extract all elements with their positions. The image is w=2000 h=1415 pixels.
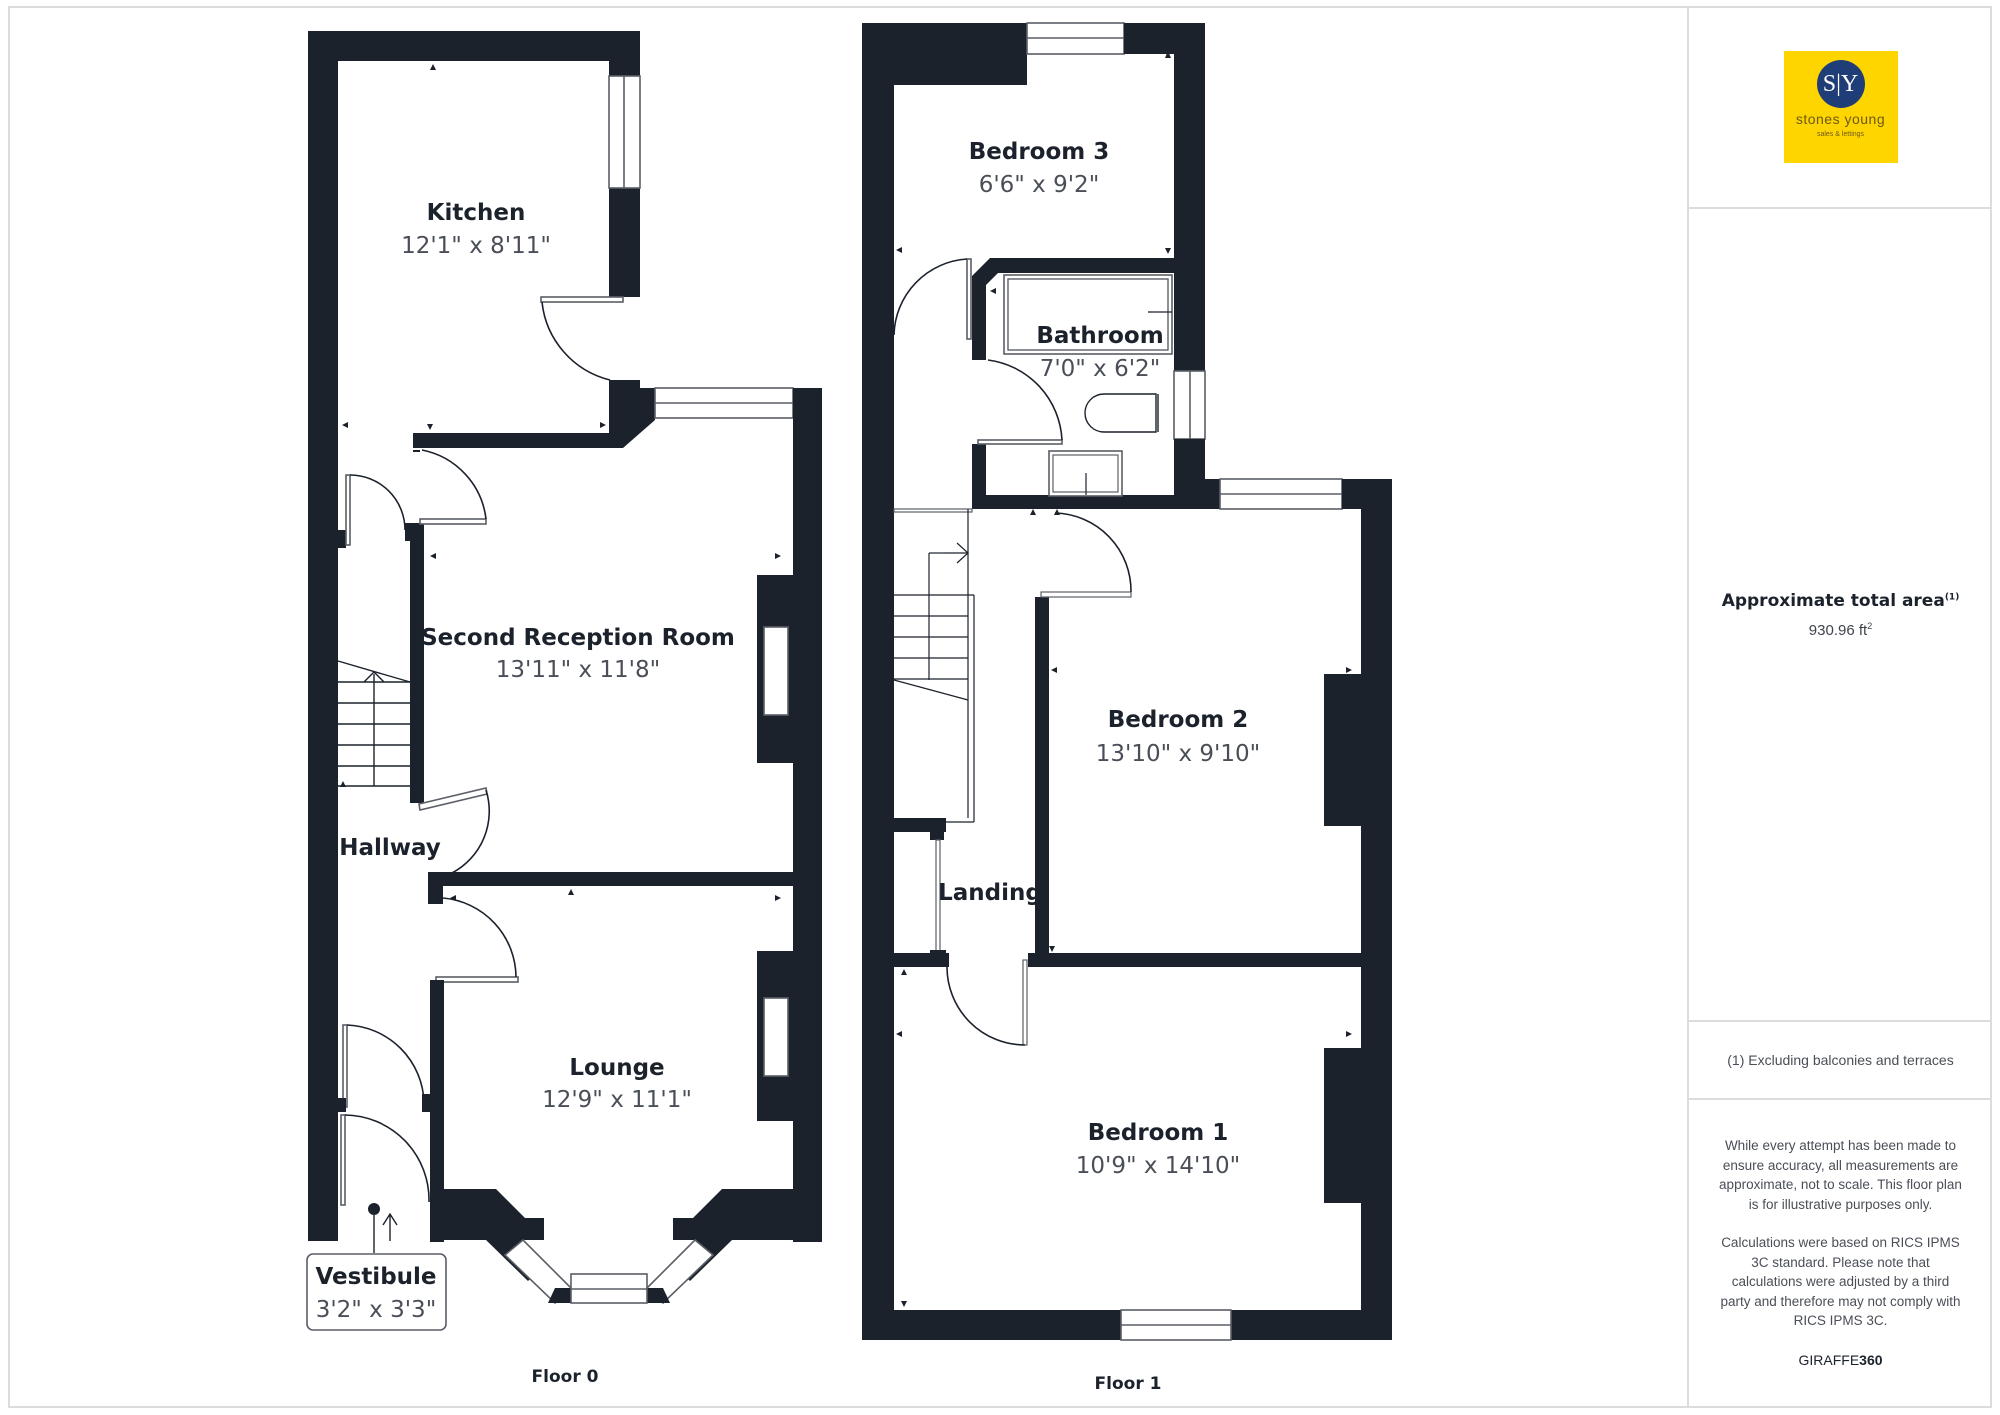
svg-text:12'1" x 8'11": 12'1" x 8'11": [401, 233, 551, 259]
footnote-text: (1) Excluding balconies and terraces: [1727, 1052, 1954, 1068]
floor-1-label: Floor 1: [1095, 1374, 1162, 1394]
room-label-hallway: Hallway: [339, 835, 441, 861]
footnote-section: (1) Excluding balconies and terraces: [1689, 1022, 1992, 1100]
floor-0-label: Floor 0: [532, 1367, 599, 1387]
disclaimer-section: While every attempt has been made to ens…: [1689, 1100, 1992, 1406]
svg-text:12'9" x 11'1": 12'9" x 11'1": [542, 1087, 692, 1113]
svg-text:13'10" x 9'10": 13'10" x 9'10": [1096, 741, 1260, 767]
company-logo: S|Y stones young sales & lettings: [1783, 50, 1898, 163]
svg-text:6'6" x 9'2": 6'6" x 9'2": [979, 172, 1100, 198]
disclaimer-text: While every attempt has been made to ens…: [1719, 1138, 1962, 1328]
area-value: 930.96 ft2: [1808, 620, 1873, 639]
area-title: Approximate total area(1): [1721, 590, 1960, 611]
svg-text:Vestibule: Vestibule: [315, 1264, 436, 1290]
room-label-bedroom-2: Bedroom 2 13'10" x 9'10": [1096, 707, 1260, 767]
svg-text:Landing: Landing: [938, 880, 1042, 906]
logo-monogram: S|Y: [1816, 59, 1865, 108]
svg-text:13'11" x 11'8": 13'11" x 11'8": [496, 657, 660, 683]
logo-section: S|Y stones young sales & lettings: [1689, 6, 1992, 209]
logo-tagline: sales & lettings: [1816, 130, 1865, 138]
giraffe360-brand: GIRAFFE360: [1798, 1351, 1883, 1368]
room-label-second-reception: Second Reception Room 13'11" x 11'8": [421, 625, 735, 683]
logo-company-name: stones young: [1795, 110, 1886, 127]
floor-plan: Kitchen 12'1" x 8'11" Second Reception R…: [306, 22, 1392, 1394]
room-label-kitchen: Kitchen 12'1" x 8'11": [401, 200, 551, 259]
staircase-floor-1: [893, 508, 975, 823]
area-section: Approximate total area(1) 930.96 ft2: [1689, 209, 1992, 1022]
svg-text:3'2" x 3'3": 3'2" x 3'3": [316, 1297, 437, 1323]
svg-text:7'0" x 6'2": 7'0" x 6'2": [1040, 356, 1161, 382]
svg-text:Hallway: Hallway: [339, 835, 441, 861]
info-panel: S|Y stones young sales & lettings Approx…: [1687, 6, 1992, 1408]
svg-text:Bedroom 2: Bedroom 2: [1108, 707, 1249, 733]
room-label-bedroom-1: Bedroom 1 10'9" x 14'10": [1076, 1120, 1240, 1179]
page-frame: [8, 6, 1992, 1408]
room-label-bathroom: Bathroom 7'0" x 6'2": [1036, 323, 1163, 382]
svg-text:Lounge: Lounge: [569, 1055, 664, 1081]
room-label-landing: Landing: [938, 880, 1042, 906]
svg-text:Second Reception Room: Second Reception Room: [421, 625, 735, 651]
svg-text:Bathroom: Bathroom: [1036, 323, 1163, 349]
room-label-lounge: Lounge 12'9" x 11'1": [542, 1055, 692, 1113]
floor-0-plan: [306, 31, 822, 1331]
svg-text:Bedroom 1: Bedroom 1: [1088, 1120, 1229, 1146]
room-label-bedroom-3: Bedroom 3 6'6" x 9'2": [969, 139, 1110, 198]
svg-text:Kitchen: Kitchen: [427, 200, 526, 226]
room-label-vestibule: Vestibule 3'2" x 3'3": [315, 1264, 436, 1323]
svg-text:Bedroom 3: Bedroom 3: [969, 139, 1110, 165]
staircase-floor-0: [337, 660, 411, 787]
floor-1-plan: [862, 22, 1392, 1341]
svg-text:10'9" x 14'10": 10'9" x 14'10": [1076, 1153, 1240, 1179]
